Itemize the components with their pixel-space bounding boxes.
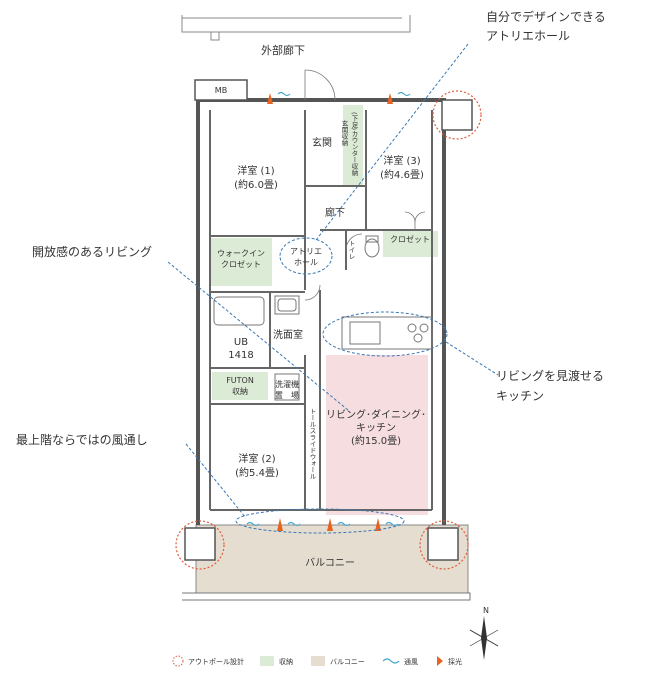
- callout-living: 開放感のあるリビング: [32, 244, 152, 259]
- balcony-legend-icon: [311, 656, 325, 666]
- laundry-label-1: 洗濯機: [275, 379, 299, 389]
- counter-storage-label: (下足)カウンター収納: [350, 112, 358, 177]
- closet-label: クロゼット: [390, 234, 430, 244]
- ldk-size: (約15.0畳): [351, 434, 401, 447]
- toilet-label: トイレ: [347, 240, 355, 260]
- walkin-label-1: ウォークイン: [217, 249, 265, 258]
- doors: [304, 69, 426, 301]
- hall-label: 廊下: [325, 206, 345, 219]
- corridor-label: 外部廊下: [261, 43, 305, 57]
- airflow-markers: [246, 91, 411, 527]
- outpole-markers: [175, 90, 482, 570]
- room1-name: 洋室 (1): [237, 164, 274, 177]
- legend-airflow: 通風: [404, 657, 418, 666]
- callout-kitchen-2: キッチン: [496, 389, 544, 403]
- legend: アウトポール設計 収納 バルコニー 通風 採光: [172, 655, 462, 667]
- ldk-label-1: リビング･ダイニング･: [326, 408, 426, 421]
- balcony-label: バルコニー: [305, 557, 355, 569]
- washroom-label: 洗面室: [273, 328, 303, 341]
- bath-fixtures: [213, 295, 300, 401]
- callout-atelier-1: 自分でデザインできる: [486, 9, 606, 24]
- legend-daylight: 採光: [448, 657, 462, 666]
- outpole-columns: [184, 99, 473, 561]
- room2-name: 洋室 (2): [238, 452, 275, 465]
- futon-label-2: 収納: [232, 386, 248, 396]
- outpole-legend-icon: [172, 655, 184, 667]
- mb-box: MB: [194, 79, 248, 101]
- toilet-fixture: [364, 235, 380, 258]
- callout-ventilation: 最上階ならではの風通し: [16, 432, 148, 447]
- room3-name: 洋室 (3): [383, 154, 420, 167]
- airflow-legend-icon: [382, 658, 400, 664]
- storage-areas: [210, 105, 438, 400]
- daylight-legend-icon: [437, 656, 443, 666]
- ub-label-1: UB: [234, 337, 248, 348]
- callout-ellipses: [235, 237, 448, 534]
- svg-text:MB: MB: [215, 86, 227, 95]
- room2-size: (約5.4畳): [235, 466, 279, 479]
- atelier-label-2: ホール: [294, 258, 318, 267]
- laundry-label-2: 置 場: [275, 390, 299, 400]
- balcony-rail: [182, 592, 471, 601]
- entrance-storage-label: 玄関収納: [340, 119, 348, 148]
- kitchen-counter: [341, 316, 433, 350]
- room1-size: (約6.0畳): [234, 178, 278, 191]
- ub-label-2: 1418: [228, 350, 253, 361]
- north-arrow-icon: N: [469, 606, 499, 660]
- futon-label-1: FUTON: [226, 376, 254, 385]
- callout-lines: [167, 43, 499, 519]
- atelier-label-1: アトリエ: [290, 247, 322, 256]
- walkin-label-2: クロゼット: [221, 259, 261, 269]
- inner-walls: [209, 110, 433, 511]
- slide-wall-label: トールスライドウォール: [308, 408, 316, 480]
- corridor-edge: [181, 15, 411, 41]
- callout-atelier-2: アトリエホール: [486, 29, 570, 43]
- legend-outpole: アウトポール設計: [188, 657, 244, 666]
- legend-balcony: バルコニー: [330, 658, 365, 666]
- balcony-area: [195, 524, 469, 594]
- ldk-label-2: キッチン: [356, 422, 396, 434]
- storage-legend-icon: [260, 656, 274, 666]
- svg-text:N: N: [483, 606, 489, 615]
- legend-storage: 収納: [279, 657, 293, 666]
- room3-size: (約4.6畳): [380, 168, 424, 181]
- callout-kitchen-1: リビングを見渡せる: [496, 368, 604, 383]
- daylight-markers: [267, 93, 393, 531]
- entrance-label: 玄関: [312, 136, 332, 149]
- ldk-area: [326, 355, 428, 515]
